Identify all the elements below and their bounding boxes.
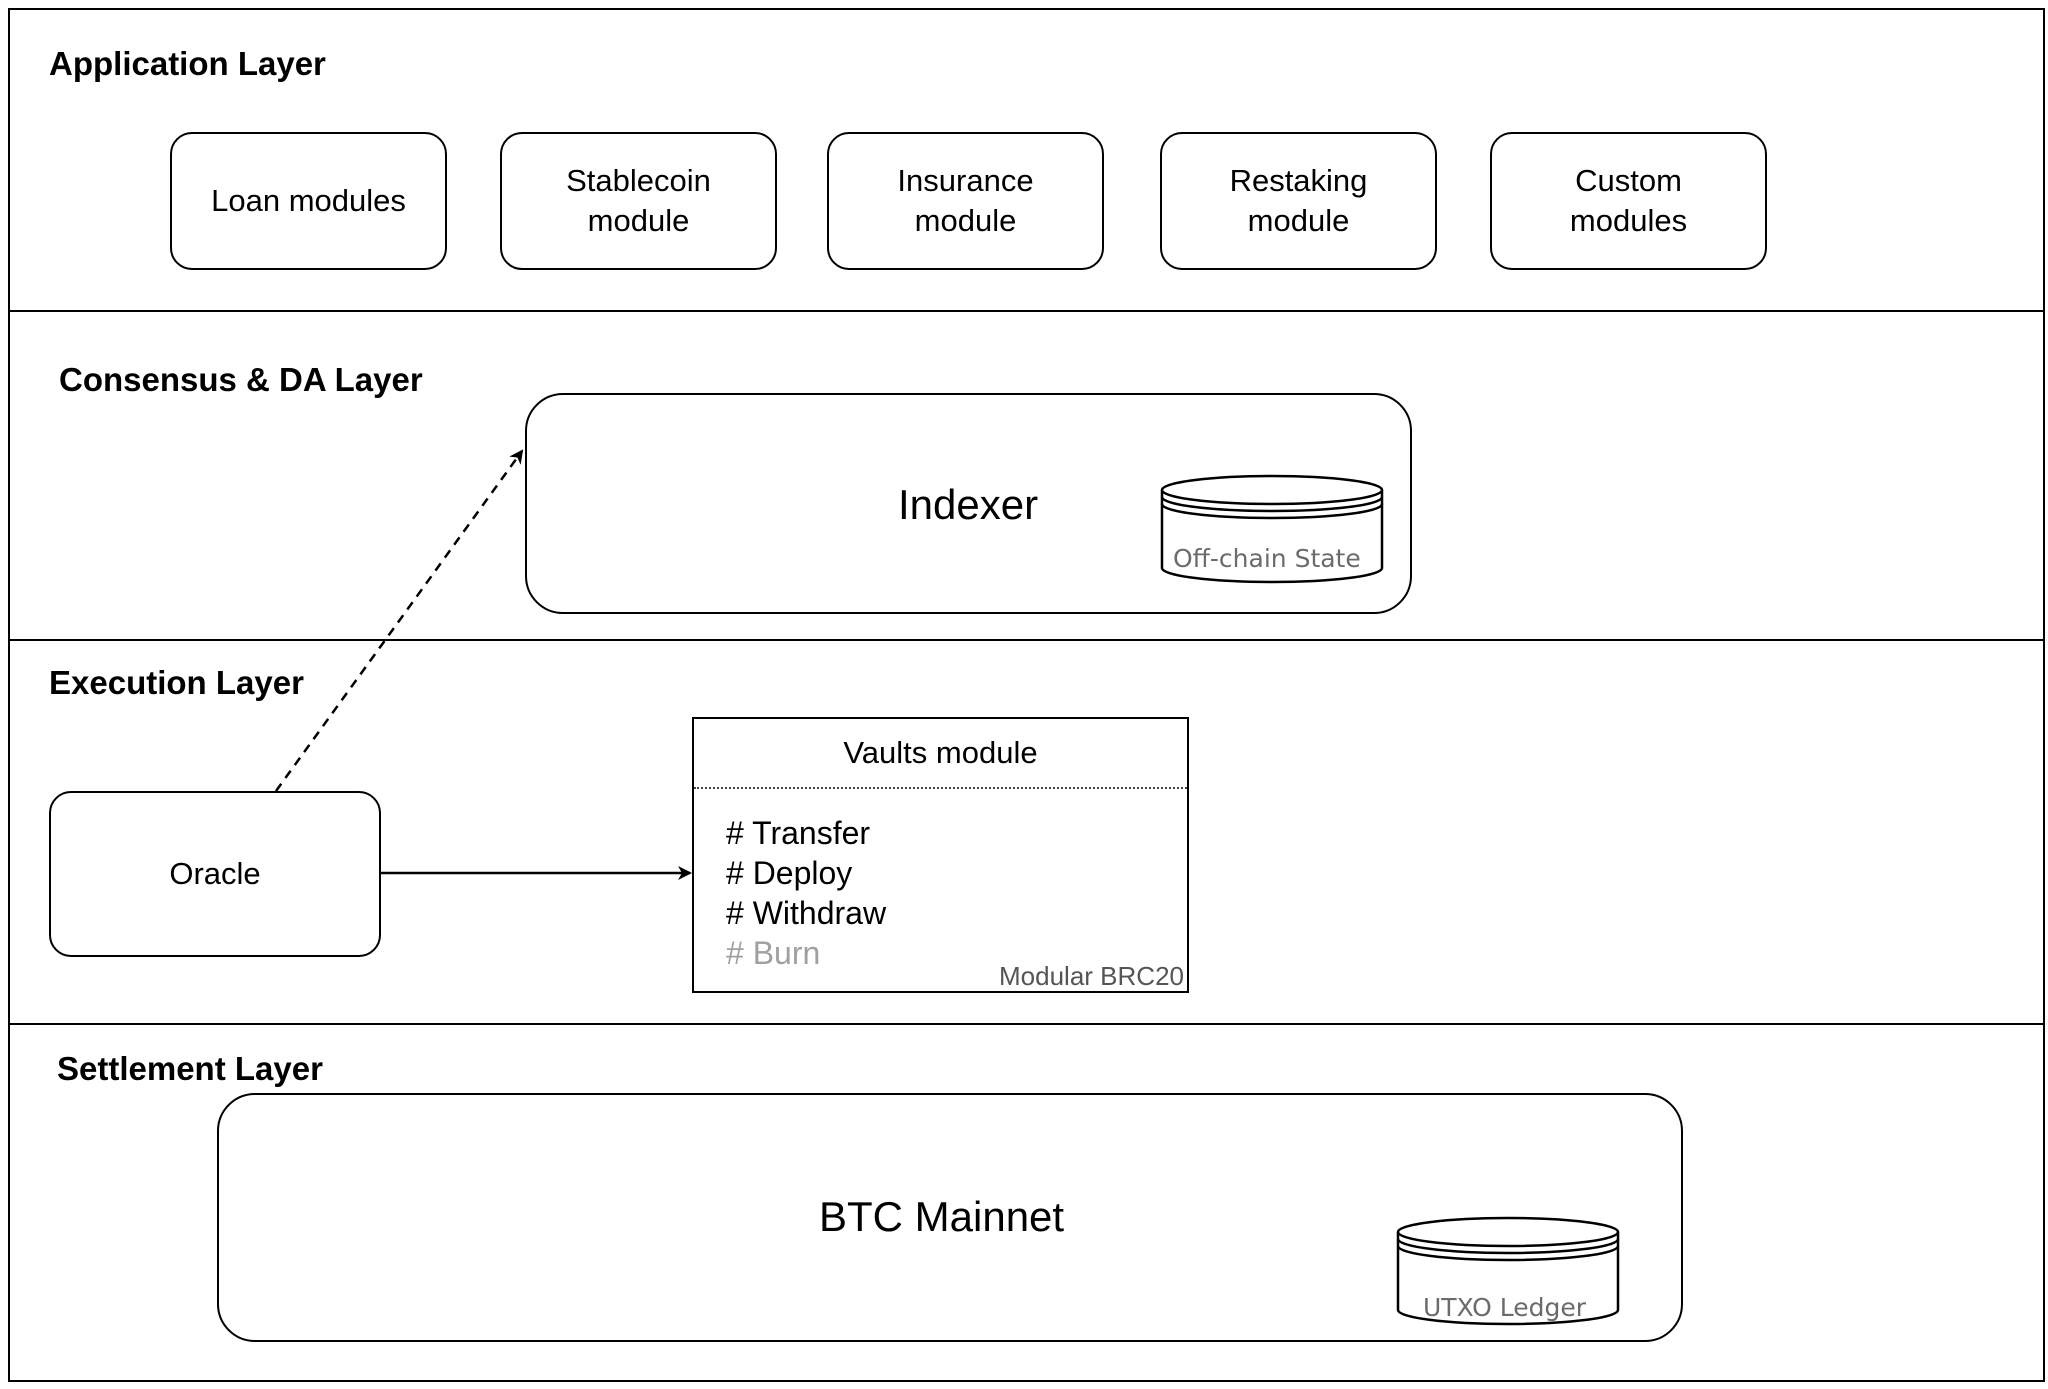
indexer-label: Indexer — [898, 481, 1039, 528]
custom-modules-box: Custom modules — [1490, 132, 1767, 270]
loan-modules-box: Loan modules — [170, 132, 447, 270]
vault-operation-transfer: # Transfer — [726, 815, 871, 851]
diagram-frame — [8, 8, 2045, 1382]
layer-divider-application — [8, 310, 2045, 312]
restaking-module-box: Restaking module — [1160, 132, 1437, 270]
oracle-label: Oracle — [169, 855, 261, 891]
loan-modules-label: Loan modules — [211, 182, 406, 218]
vaults-module-operations: # Transfer # Deploy # Withdraw # Burn — [726, 813, 886, 973]
custom-modules-label: Custom modules — [1569, 162, 1688, 238]
insurance-module-box: Insurance module — [827, 132, 1104, 270]
layer-divider-consensus — [8, 639, 2045, 641]
insurance-module-label: Insurance module — [897, 162, 1034, 238]
consensus-layer-title: Consensus & DA Layer — [59, 361, 423, 398]
restaking-module-label: Restaking module — [1229, 162, 1368, 238]
off-chain-state-database-icon — [1160, 474, 1384, 584]
modular-brc20-caption: Modular BRC20 — [999, 961, 1184, 991]
vault-operation-burn: # Burn — [726, 935, 821, 971]
utxo-ledger-database-icon — [1396, 1216, 1620, 1326]
vaults-module-box: Vaults module # Transfer # Deploy # With… — [692, 717, 1189, 993]
utxo-ledger-label: UTXO Ledger — [1423, 1293, 1586, 1322]
oracle-box: Oracle — [49, 791, 381, 957]
vaults-module-title: Vaults module — [694, 719, 1187, 789]
stablecoin-module-box: Stablecoin module — [500, 132, 777, 270]
vault-operation-deploy: # Deploy — [726, 855, 853, 891]
off-chain-state-label: Off-chain State — [1173, 544, 1361, 573]
btc-mainnet-label: BTC Mainnet — [819, 1193, 1065, 1240]
application-layer-title: Application Layer — [49, 45, 326, 82]
vault-operation-withdraw: # Withdraw — [726, 895, 887, 931]
layer-divider-execution — [8, 1023, 2045, 1025]
stablecoin-module-label: Stablecoin module — [566, 162, 711, 238]
settlement-layer-title: Settlement Layer — [57, 1050, 323, 1087]
execution-layer-title: Execution Layer — [49, 664, 304, 701]
